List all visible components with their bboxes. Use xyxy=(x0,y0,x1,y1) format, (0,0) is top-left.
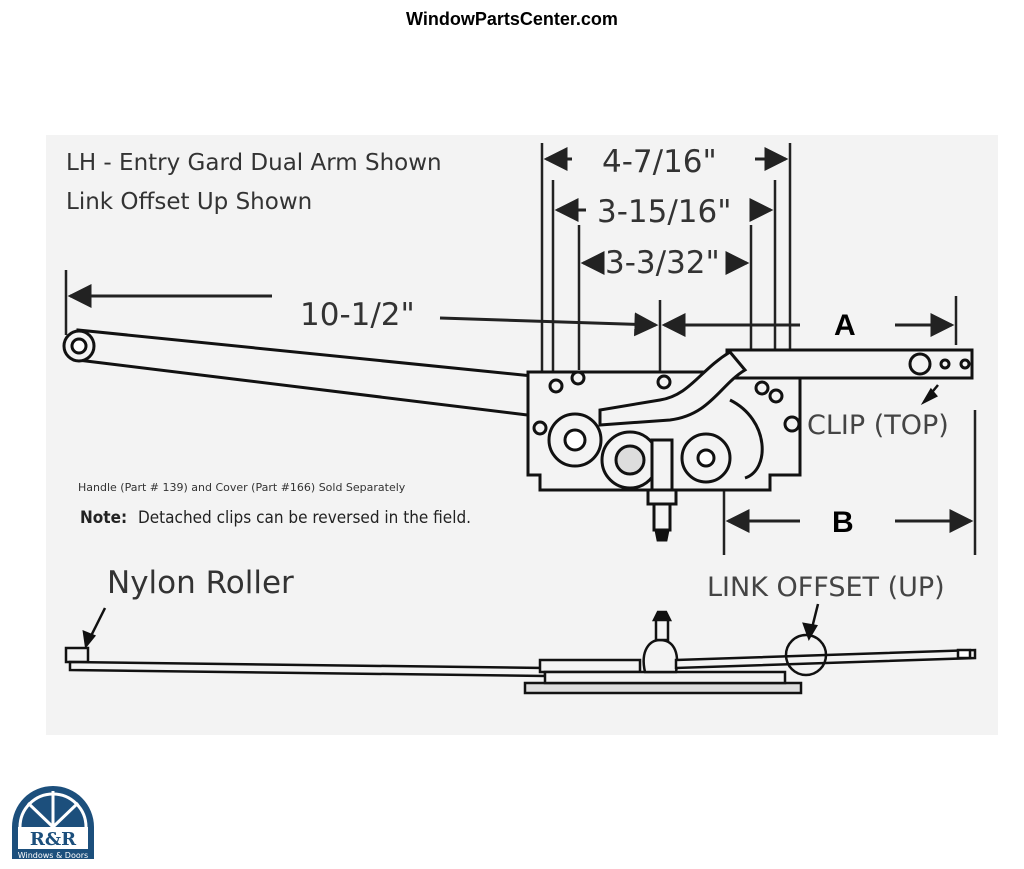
clip-label: CLIP (TOP) xyxy=(807,410,949,441)
note-text: Detached clips can be reversed in the fi… xyxy=(138,508,471,528)
dim-10-1-2: 10-1/2" xyxy=(300,297,415,333)
handle-cover-note: Handle (Part # 139) and Cover (Part #166… xyxy=(78,481,406,494)
site-title: WindowPartsCenter.com xyxy=(406,9,618,29)
dim-3-15-16: 3-15/16" xyxy=(597,194,732,230)
operator-side-view xyxy=(64,610,977,695)
operator-main-arm xyxy=(62,328,554,420)
dim-label-b: B xyxy=(832,506,854,539)
diagram-background xyxy=(46,135,998,735)
note-line-2: Link Offset Up Shown xyxy=(66,189,312,215)
rr-logo: R&R Windows & Doors xyxy=(12,786,94,860)
nylon-roller-label: Nylon Roller xyxy=(107,565,294,601)
dim-label-a: A xyxy=(834,309,856,342)
link-offset-label: LINK OFFSET (UP) xyxy=(707,572,945,603)
logo-subtitle: Windows & Doors xyxy=(18,851,88,860)
dim-4-7-16: 4-7/16" xyxy=(602,144,717,180)
gear-assembly xyxy=(547,398,764,490)
note-line-1: LH - Entry Gard Dual Arm Shown xyxy=(66,150,442,176)
dim-3-3-32: 3-3/32" xyxy=(605,245,720,281)
logo-name: R&R xyxy=(30,829,77,850)
extension-lines xyxy=(64,143,977,555)
spline-shaft xyxy=(646,438,678,542)
link-arm xyxy=(598,348,974,427)
dimension-arrows xyxy=(67,147,974,533)
side-view-pointers xyxy=(82,603,820,650)
detached-clips-note: Note: Detached clips can be reversed in … xyxy=(80,508,471,528)
note-label: Note: xyxy=(80,508,127,528)
clip-arrow xyxy=(920,384,939,405)
